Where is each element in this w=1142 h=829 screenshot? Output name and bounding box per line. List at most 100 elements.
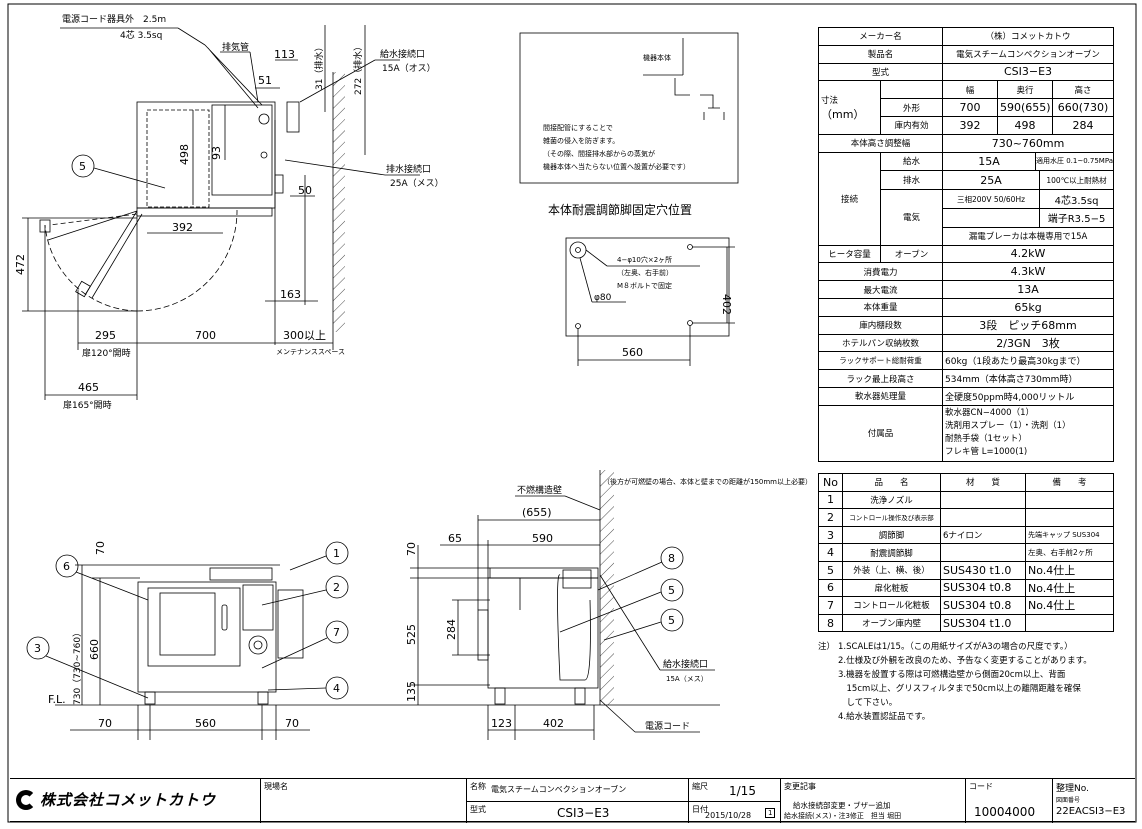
indirect-note-line: 間接配管にすることで [543, 123, 613, 132]
dim-700: 700 [195, 329, 216, 342]
inner-depth: 498 [997, 115, 1054, 135]
dim-402: 402 [720, 294, 733, 315]
part-no: 2 [818, 508, 843, 527]
rack-top-label: ラック最上段高さ [817, 369, 944, 388]
part-name: 調節脚 [842, 525, 941, 545]
dim-560-front: 560 [195, 717, 216, 730]
inner-width: 392 [942, 115, 999, 135]
accessories-list: 軟水器CN−4000（1） 洗剤用スプレー（1）・洗剤（1） 耐熱手袋（1セット… [942, 404, 1115, 462]
part-name: コントロール化粧板 [842, 596, 941, 615]
heater-sub-label: オーブン [879, 244, 944, 264]
code: 10004000 [974, 805, 1036, 819]
company-logo: 株式会社コメットカトウ [16, 789, 216, 810]
header-no: No [818, 473, 843, 492]
power-label: 消費電力 [817, 262, 944, 282]
drawing-model: CSI3−E3 [557, 806, 610, 820]
heater-label: ヒータ容量 [818, 244, 881, 264]
part-remarks: No.4仕上 [1025, 560, 1114, 580]
wall-hatch [333, 72, 345, 332]
part-no: 8 [818, 613, 843, 633]
maintenance-space-label: メンテナンススペース [276, 348, 345, 356]
notes-prefix: 注） [818, 642, 836, 652]
name-label: 名称 [470, 782, 486, 791]
softener-label: 軟水器処理量 [817, 386, 944, 406]
sheet-border [7, 3, 1137, 823]
heater-capacity: 4.2kW [942, 244, 1115, 264]
part-name: 洗浄ノズル [842, 490, 941, 510]
indirect-note-line: 雑菌の侵入を防ぎます。 [543, 136, 619, 145]
dim-272: 272（排水） [352, 42, 364, 95]
drain-label: 排水 [879, 170, 944, 191]
change-entry: 給水接続(メス)・注3修正 担当 堀田 [784, 812, 902, 820]
part-name: オーブン庫内壁 [842, 613, 941, 633]
wall-hatch [600, 470, 614, 705]
maker-label: メーカー名 [817, 27, 944, 46]
pans-label: ホテルパン収納枚数 [817, 333, 944, 353]
accessory-item: 耐熱手袋（1セット） [945, 434, 1027, 445]
part-material: SUS430 t1.0 [940, 560, 1026, 580]
dim-70-side: 70 [405, 542, 418, 556]
max-current: 13A [942, 280, 1115, 299]
header-name: 品 名 [842, 473, 941, 492]
part-name: 外装（上、横、後） [842, 560, 941, 580]
power-consumption: 4.3kW [942, 262, 1115, 282]
electric-terminal: 端子R3.5−5 [1039, 209, 1113, 227]
dim-590: 590 [532, 532, 553, 545]
side-water-supply-label: 給水接続口 [663, 658, 708, 670]
electric-power: 三相200V 50/60Hz [957, 194, 1026, 204]
dimension-unit: （mm） [821, 107, 865, 121]
dim-525: 525 [405, 624, 418, 645]
callout-6: 6 [55, 554, 149, 601]
part-remarks: 左奥、右手前2ヶ所 [1025, 543, 1114, 562]
dim-284: 284 [445, 619, 458, 640]
part-no: 6 [818, 578, 843, 598]
side-power-cord-label: 電源コード [645, 721, 690, 732]
col-height: 高さ [1052, 80, 1115, 100]
dim-93: 93 [210, 146, 223, 160]
part-no: 3 [818, 525, 843, 545]
part-no: 7 [818, 596, 843, 615]
water-label: 給水 [879, 151, 944, 172]
product: 電気スチームコンベクションオーブン [942, 44, 1115, 64]
connection-label: 接続 [818, 151, 881, 246]
dim-660: 660 [88, 639, 101, 660]
anchor-hole-spec: 4−φ10穴×2ヶ所 [617, 255, 672, 264]
part-material: SUS304 t0.8 [940, 578, 1026, 598]
drain-size: 25A [980, 173, 1002, 187]
callout-5a: 5 [559, 578, 684, 633]
col-width: 幅 [942, 80, 999, 100]
callout-8: 8 [597, 546, 684, 591]
callout-number: 5 [668, 614, 675, 627]
hotel-pans: 2/3GN 3枚 [942, 333, 1115, 353]
blank-cell [879, 80, 944, 100]
outer-depth: 590(655) [997, 98, 1054, 117]
dim-402-side: 402 [543, 717, 564, 730]
callout-4: 4 [267, 676, 349, 700]
door-swing-arc [136, 209, 238, 312]
notes: 注） 1.SCALEは1/15。（この用紙サイズがA3の場合の尺度です。） 2.… [818, 640, 1118, 724]
indirect-note-line: （その際、間接排水部からの蒸気が [543, 149, 655, 158]
header-remarks: 備 考 [1025, 473, 1114, 492]
softener-capacity: 全硬度50ppm時4,000リットル [942, 386, 1115, 406]
drawing-name: 電気スチームコンベクションオーブン [491, 785, 627, 794]
logo-mark-icon [16, 789, 36, 810]
rack-top: 534mm（本体高さ730mm時） [942, 369, 1115, 388]
floor-line-label: F.L. [48, 693, 66, 706]
note-item: して下さい。 [838, 698, 898, 708]
part-material [940, 543, 1026, 562]
drain-note: 100℃以上耐熱材 [1039, 171, 1113, 189]
part-material: SUS304 t1.0 [940, 613, 1026, 633]
shelves-label: 庫内棚段数 [817, 315, 944, 335]
electric-label: 電気 [879, 189, 944, 246]
dim-135: 135 [405, 681, 418, 702]
note-item: 3.機器を設置する際は可燃構造壁から側面20cm以上、背面 [838, 670, 1066, 680]
dim-70-left: 70 [98, 717, 112, 730]
dim-51: 51 [258, 74, 272, 87]
date-label: 日付 [692, 805, 708, 814]
